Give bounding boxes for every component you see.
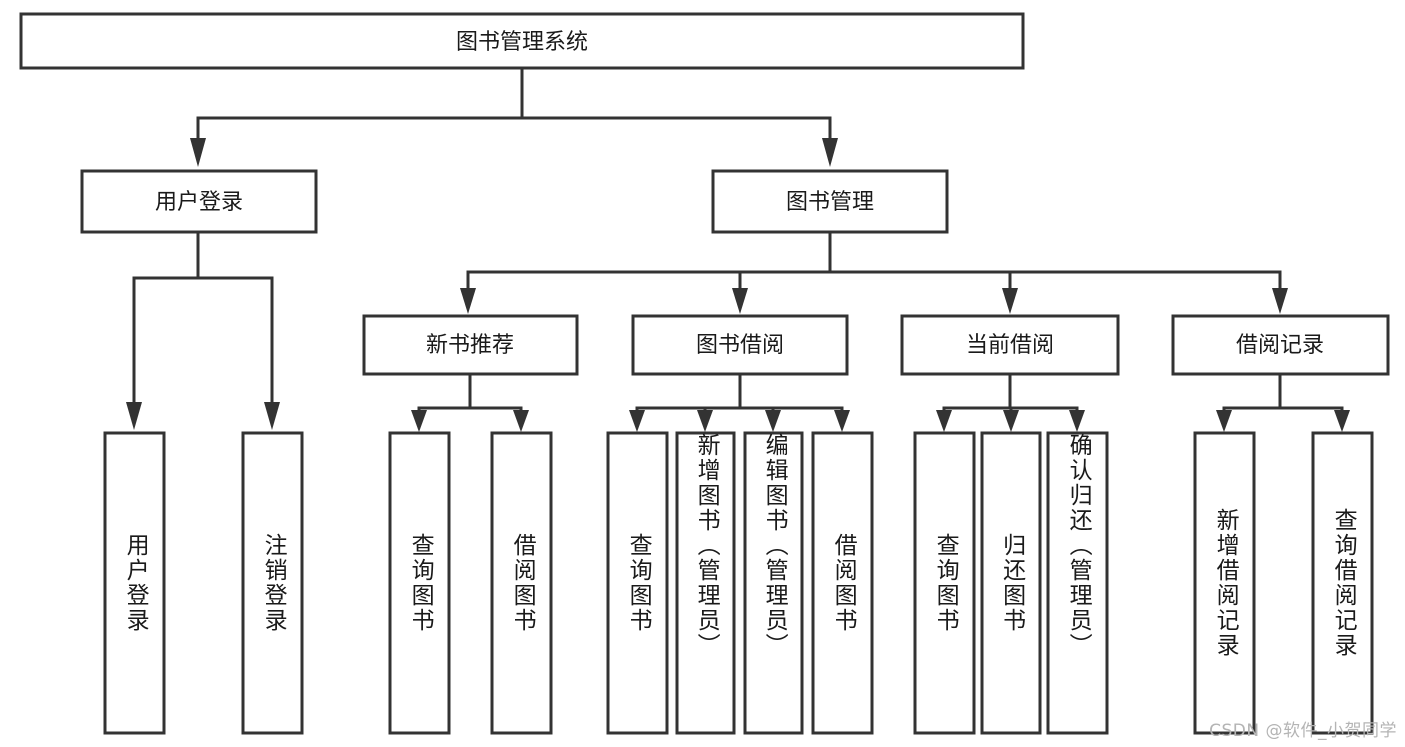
arrow-head-borrow-record-leaf-2: [1334, 410, 1350, 432]
node-box-book-borrow[interactable]: [631, 314, 849, 376]
connector-group-book-manage: [460, 230, 1288, 314]
arrow-head-current-borrow-leaf-2: [1003, 410, 1019, 432]
arrow-head-borrow-record: [1272, 288, 1288, 314]
arrow-head-book-borrow-leaf-2: [697, 410, 713, 432]
node-box-leaf-book-borrow-3[interactable]: [743, 431, 804, 735]
node-box-leaf-new-book-2[interactable]: [490, 431, 553, 735]
arrow-head-book-manage: [822, 138, 838, 167]
connector-group-book-borrow: [629, 372, 850, 432]
node-label-current-borrow: 当前借阅: [966, 333, 1054, 358]
node-box-leaf-book-borrow-2[interactable]: [675, 431, 736, 735]
node-box-leaf-book-borrow-1[interactable]: [606, 431, 669, 735]
arrow-head-current-borrow-leaf-1: [936, 410, 952, 432]
node-box-leaf-borrow-record-1[interactable]: [1193, 431, 1256, 735]
node-box-book-manage[interactable]: [711, 169, 949, 234]
node-box-new-book-recommend[interactable]: [362, 314, 579, 376]
connector-group-new-book: [411, 372, 529, 432]
arrow-head-book-borrow-leaf-1: [629, 410, 645, 432]
arrow-head-user-login-leaf-2: [264, 402, 280, 430]
arrow-head-book-borrow-leaf-3: [765, 410, 781, 432]
node-box-leaf-current-borrow-2[interactable]: [980, 431, 1042, 735]
node-label-borrow-record: 借阅记录: [1236, 333, 1324, 358]
node-box-root[interactable]: [19, 12, 1025, 70]
arrow-head-current-borrow-leaf-3: [1069, 410, 1085, 432]
arrow-head-user-login: [190, 138, 206, 167]
node-box-leaf-borrow-record-2[interactable]: [1311, 431, 1374, 735]
arrow-head-new-book: [460, 288, 476, 314]
node-label-root: 图书管理系统: [456, 30, 588, 55]
arrow-head-book-borrow-leaf-4: [834, 410, 850, 432]
node-label-new-book-recommend: 新书推荐: [426, 333, 514, 358]
arrow-head-borrow-record-leaf-1: [1216, 410, 1232, 432]
connector-group-current-borrow: [936, 372, 1085, 432]
arrow-head-new-book-leaf-2: [513, 410, 529, 432]
node-label-book-manage: 图书管理: [786, 190, 874, 215]
node-label-user-login: 用户登录: [155, 190, 243, 215]
connector-group-user-login: [126, 230, 280, 430]
connector-group-borrow-record: [1216, 372, 1350, 432]
node-box-leaf-new-book-1[interactable]: [388, 431, 451, 735]
connector-group-root: [190, 66, 838, 167]
arrow-head-book-borrow: [732, 288, 748, 314]
node-box-leaf-current-borrow-1[interactable]: [913, 431, 976, 735]
node-box-leaf-current-borrow-3[interactable]: [1046, 431, 1109, 735]
node-box-user-login[interactable]: [80, 169, 318, 234]
node-label-book-borrow: 图书借阅: [696, 333, 784, 358]
arrow-head-new-book-leaf-1: [411, 410, 427, 432]
watermark-text: CSDN @软件_小贺同学: [1209, 721, 1397, 741]
node-box-leaf-user-login-2[interactable]: [241, 431, 304, 735]
node-box-current-borrow[interactable]: [900, 314, 1120, 376]
node-box-borrow-record[interactable]: [1171, 314, 1390, 376]
arrow-head-current-borrow: [1002, 288, 1018, 314]
arrow-head-user-login-leaf-1: [126, 402, 142, 430]
node-box-leaf-user-login-1[interactable]: [103, 431, 166, 735]
node-box-leaf-book-borrow-4[interactable]: [811, 431, 874, 735]
